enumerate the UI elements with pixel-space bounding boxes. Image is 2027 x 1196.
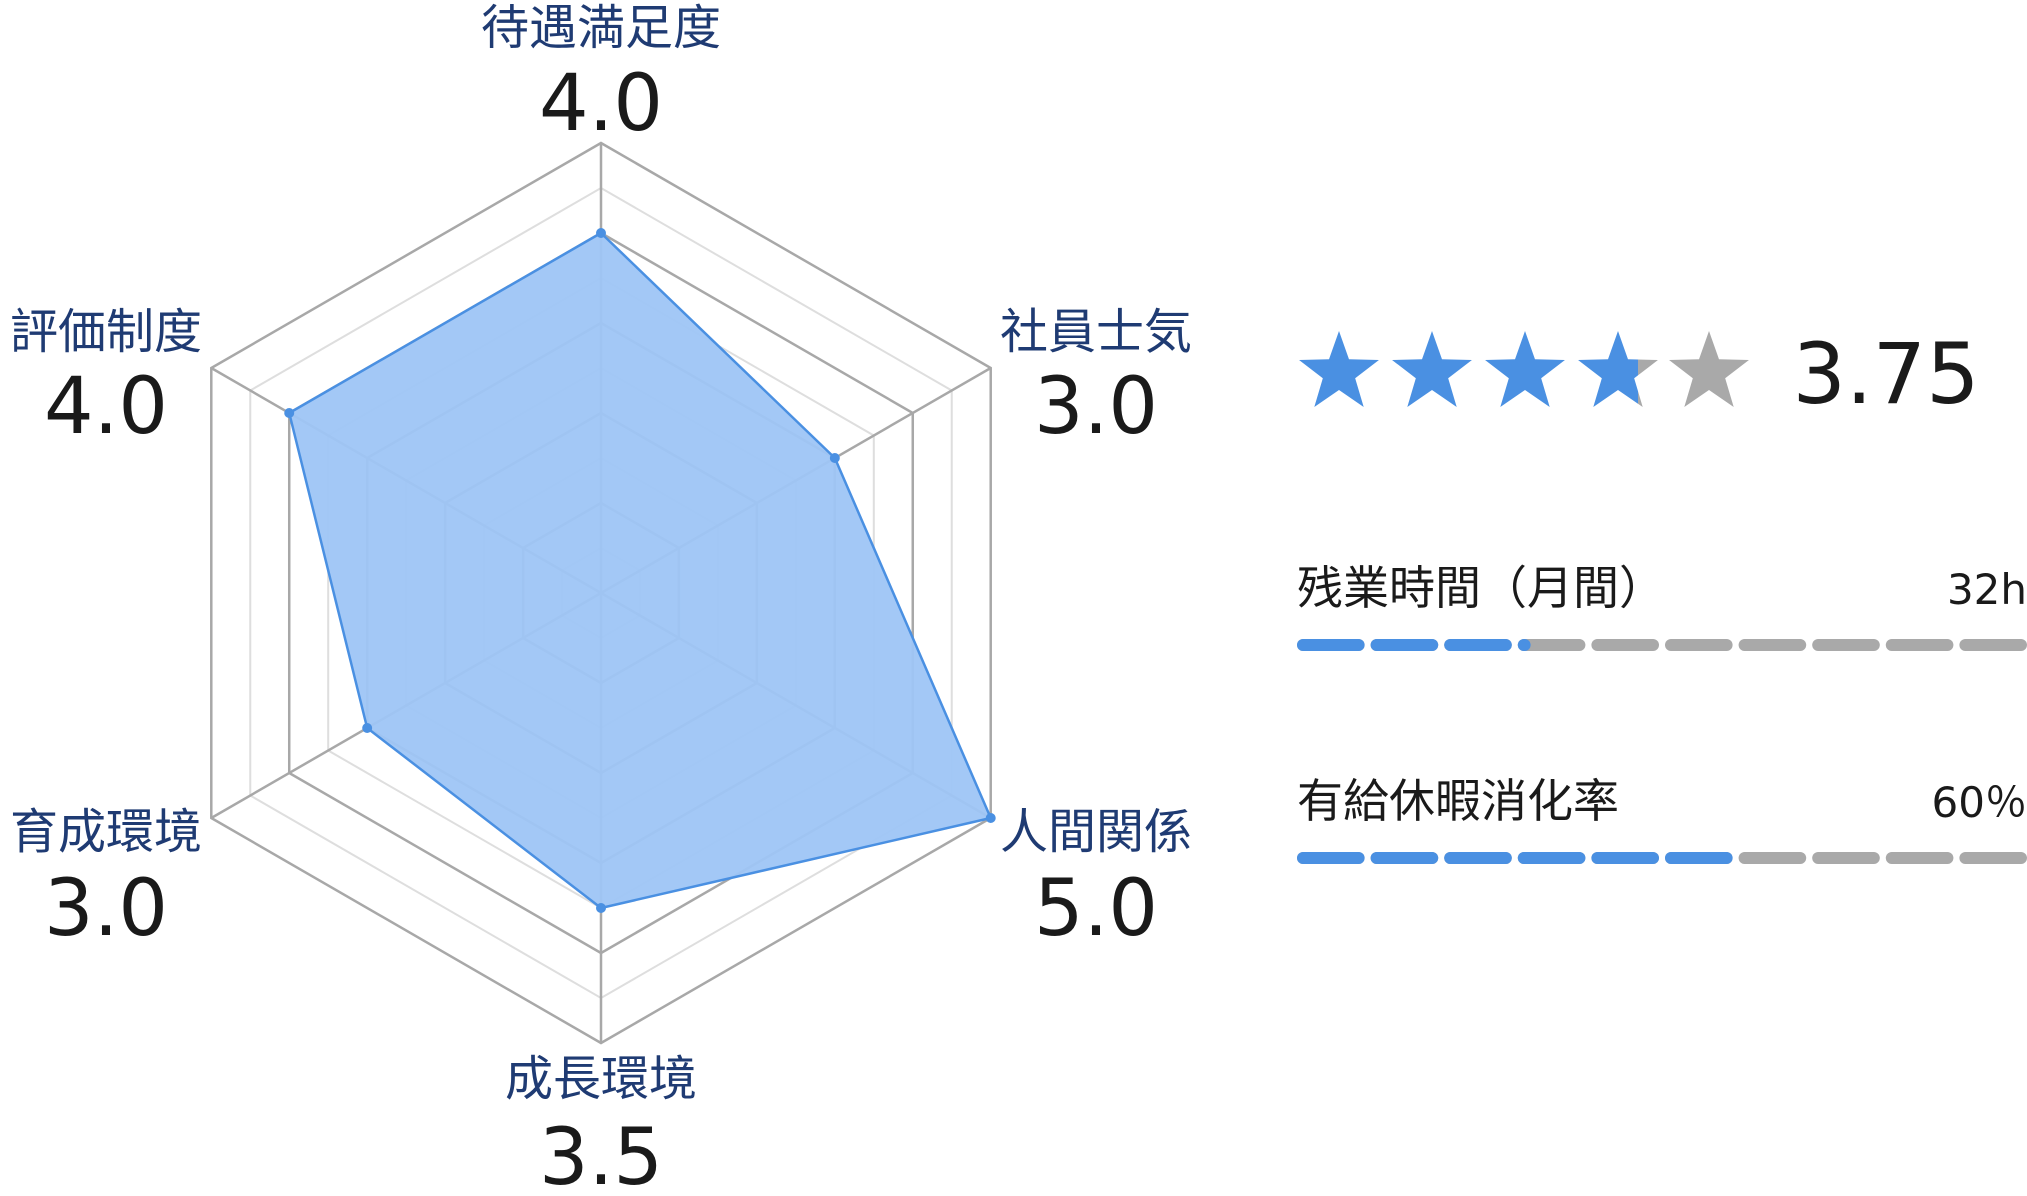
axis-value-label: 4.0 [539, 59, 663, 149]
metric-value: 32h [1947, 565, 2027, 614]
progress-segment-filled [1370, 639, 1439, 651]
star-icon [1669, 331, 1749, 407]
axis-value-label: 3.0 [1034, 362, 1158, 452]
progress-segment-filled [1297, 639, 1365, 651]
progress-segment-filled [1665, 852, 1733, 864]
star-icon [1578, 331, 1658, 407]
radar-labels: 待遇満足度4.0社員士気3.0人間関係5.0成長環境3.5育成環境3.0評価制度… [10, 0, 1192, 1196]
axis-value-label: 4.0 [44, 362, 168, 452]
progress-segment [1812, 639, 1880, 651]
metric-value: 60％ [1932, 778, 2027, 827]
progress-segment-filled [1517, 852, 1586, 864]
progress-segment-filled [1370, 852, 1439, 864]
axis-label: 育成環境 [10, 804, 202, 860]
metric-label: 残業時間（月間） [1297, 561, 1665, 615]
axis-label: 評価制度 [10, 304, 202, 360]
radar-data [284, 228, 996, 913]
data-point [596, 228, 606, 238]
progress-segment [1959, 639, 2027, 651]
axis-value-label: 3.5 [539, 1113, 663, 1196]
progress-segment [1738, 852, 1807, 864]
rating-summary: 3.75 [1299, 325, 1980, 423]
progress-segment [1959, 852, 2027, 864]
star-icon [1485, 331, 1565, 407]
axis-value-label: 5.0 [1034, 864, 1158, 954]
axis-value-label: 3.0 [44, 864, 168, 954]
data-point [284, 408, 295, 418]
axis-label: 社員士気 [1000, 304, 1192, 360]
data-point [596, 903, 606, 913]
axis-label: 成長環境 [505, 1051, 697, 1107]
star-icon [1299, 331, 1379, 407]
progress-segment-filled [1517, 639, 1531, 651]
progress-segment [1885, 639, 1954, 651]
progress-segment [1591, 639, 1659, 651]
metric-label: 有給休暇消化率 [1297, 774, 1619, 828]
star-icon [1392, 331, 1472, 407]
progress-segment [1812, 852, 1880, 864]
rating-value: 3.75 [1792, 325, 1979, 423]
metrics-panel: 残業時間（月間） 32h 有給休暇消化率 60％ [1297, 561, 2027, 864]
data-area [287, 231, 992, 910]
progress-segment [1517, 639, 1586, 651]
progress-segment [1665, 639, 1733, 651]
progress-segment-filled [1444, 852, 1512, 864]
progress-segment-filled [1444, 639, 1512, 651]
progress-segment [1885, 852, 1954, 864]
progress-segment-filled [1297, 852, 1365, 864]
progress-segment-filled [1591, 852, 1659, 864]
data-point [829, 453, 840, 463]
axis-label: 人間関係 [1000, 804, 1192, 860]
data-point [362, 723, 373, 733]
progress-segment [1738, 639, 1807, 651]
data-point [985, 813, 996, 823]
axis-label: 待遇満足度 [481, 0, 721, 56]
